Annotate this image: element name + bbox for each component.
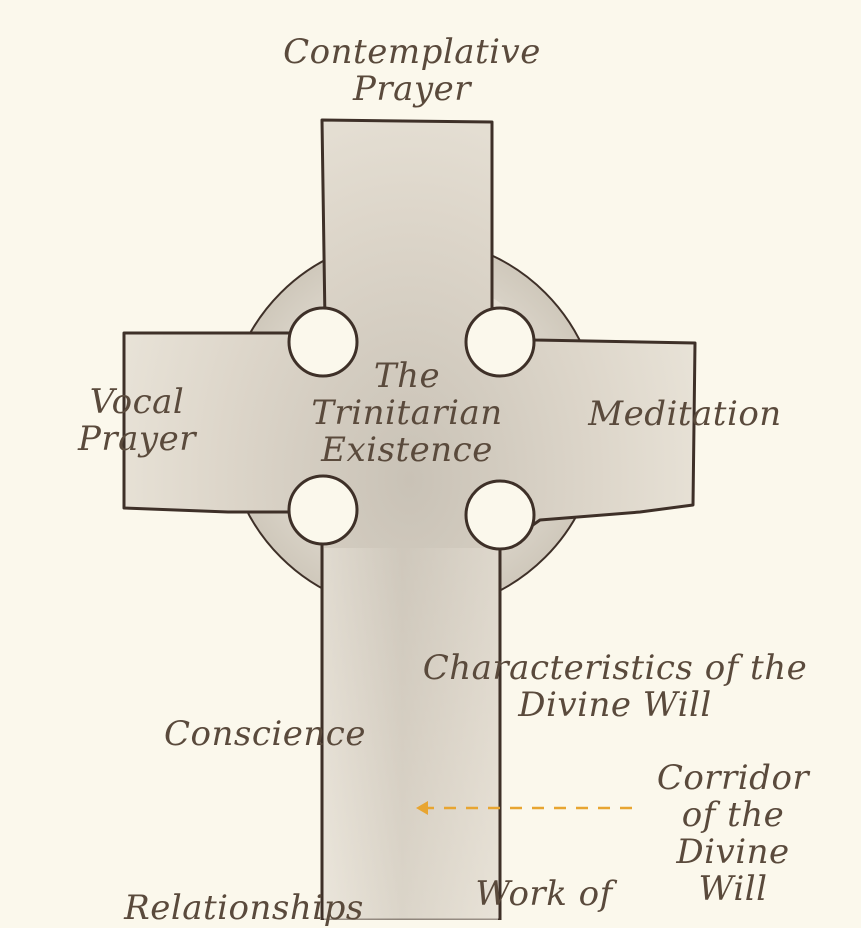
label-contemplative-prayer: Contemplative Prayer (283, 32, 541, 109)
label-trinitarian-existence: The Trinitarian Existence (311, 356, 503, 470)
notch-bottom-left (287, 474, 359, 546)
notch-bottom-right (464, 479, 536, 551)
notch-top-left (287, 306, 359, 378)
label-work-of: Work of (475, 874, 613, 914)
notch-top-right (464, 306, 536, 378)
label-characteristics-divine-will: Characteristics of the Divine Will (422, 648, 808, 725)
label-meditation: Meditation (588, 394, 782, 434)
cross-shaft-shade (324, 548, 498, 920)
corridor-arrow-head (416, 801, 428, 815)
label-relationships: Relationships (124, 888, 364, 928)
label-corridor-divine-will: Corridor of the Divine Will (656, 758, 810, 909)
label-vocal-prayer: Vocal Prayer (78, 382, 196, 459)
label-conscience: Conscience (164, 714, 366, 754)
